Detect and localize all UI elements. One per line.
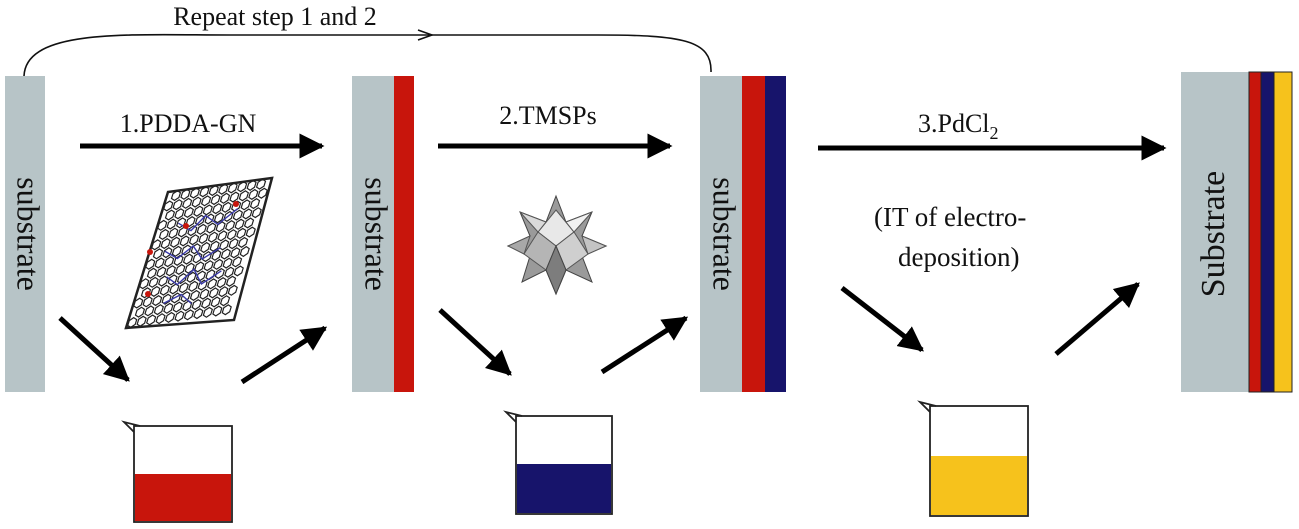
arrow-up-1 [240, 325, 328, 385]
pdda-gn-layer [394, 76, 414, 392]
pdda-strand [163, 293, 192, 305]
tmsp-layer [765, 76, 786, 392]
repeat-label: Repeat step 1 and 2 [173, 2, 377, 31]
polyoxometalate-cluster-icon [506, 194, 608, 296]
step1-label: 1.PDDA-GN [120, 109, 257, 138]
substrate-2: substrate [352, 76, 414, 392]
arrow-up-2 [600, 315, 689, 375]
diagonal-arrows [58, 282, 1140, 385]
pdda-strand [166, 268, 222, 286]
arrow-down-3 [840, 286, 924, 352]
graphene-honeycomb [127, 178, 268, 329]
substrate-3-label: substrate [707, 177, 743, 291]
substrate-4-label: Substrate [1195, 171, 1232, 298]
beaker-icon [121, 420, 233, 523]
arrow-up-3 [1054, 282, 1140, 356]
substrate-2-label: substrate [359, 177, 395, 291]
repeat-bracket [23, 29, 712, 77]
substrate-4: Substrate [1181, 71, 1293, 393]
step3-note-line2: deposition) [898, 242, 1020, 272]
step3-label: 3.PdCl2 [918, 109, 999, 143]
arrow-down-2 [438, 308, 512, 376]
graphene-sheet-icon [124, 176, 274, 330]
pd-layer [1273, 71, 1293, 393]
beaker-icon [917, 400, 1029, 517]
pdda-gn-layer-2 [742, 76, 765, 392]
pdda-strand [164, 244, 221, 261]
step2-label: 2.TMSPs [499, 101, 597, 130]
arrow-down-1 [58, 316, 130, 382]
step3-note-line1: (IT of electro- [874, 202, 1026, 232]
beaker-icon [503, 410, 613, 515]
substrate-1: substrate [5, 76, 47, 392]
substrate-1-label: substrate [11, 177, 47, 291]
substrate-3: substrate [700, 76, 786, 392]
